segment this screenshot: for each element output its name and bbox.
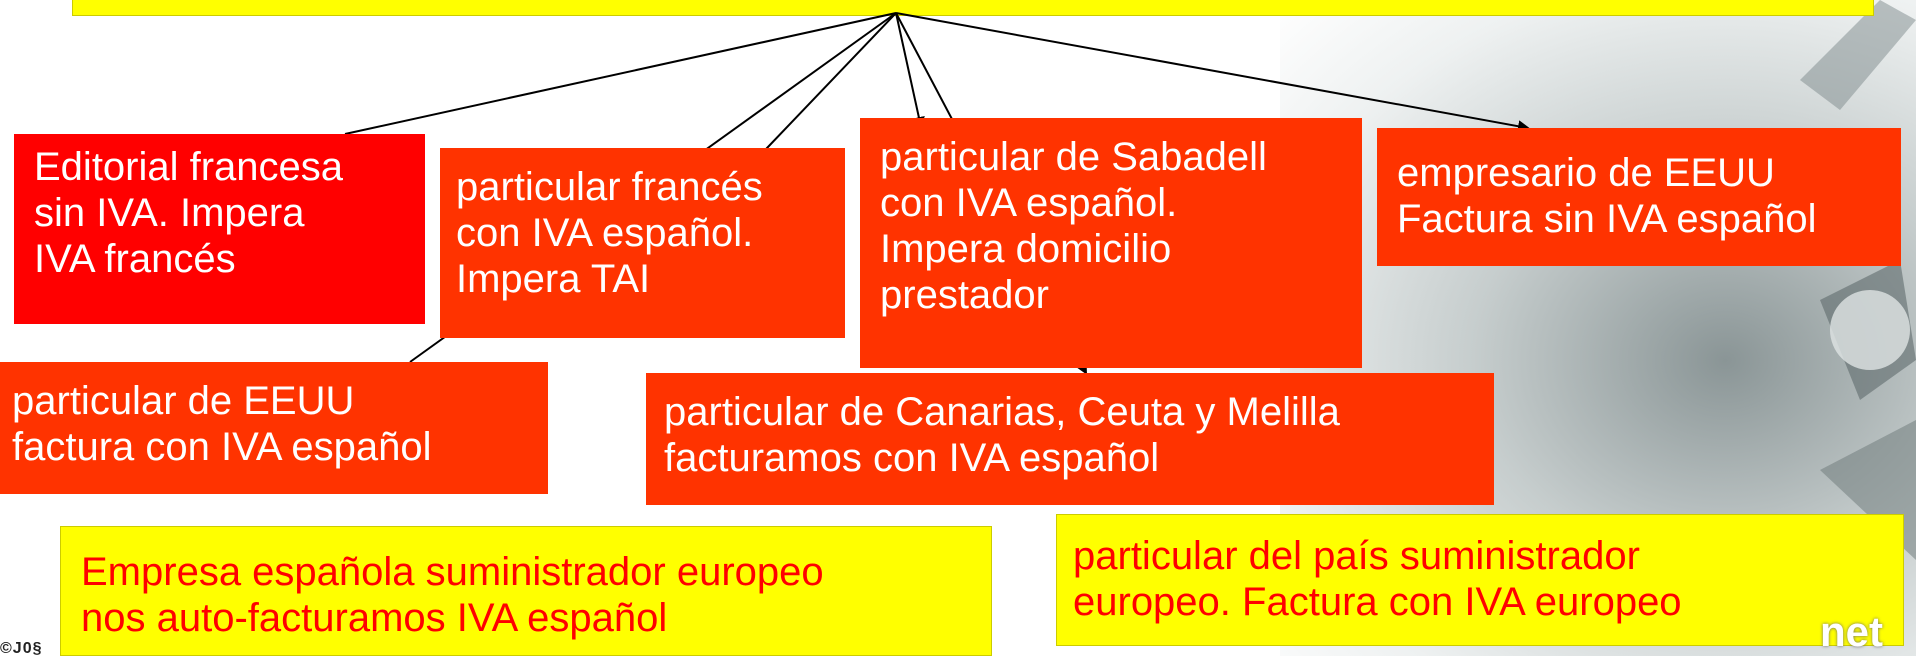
box-particular-frances: particular francés con IVA español. Impe… bbox=[440, 148, 845, 338]
box-empresario-eeuu: empresario de EEUU Factura sin IVA españ… bbox=[1377, 128, 1901, 266]
box-editorial-francesa: Editorial francesa sin IVA. Impera IVA f… bbox=[14, 134, 425, 324]
logo-net-text: net bbox=[1820, 608, 1883, 655]
box-particular-sabadell: particular de Sabadell con IVA español. … bbox=[860, 118, 1362, 368]
box-particular-eeuu: particular de EEUU factura con IVA españ… bbox=[0, 362, 548, 494]
copyright-text: ©J0§ bbox=[0, 640, 43, 657]
box-particular-canarias: particular de Canarias, Ceuta y Melilla … bbox=[646, 373, 1494, 505]
box-empresa-espanola: Empresa española suministrador europeo n… bbox=[60, 526, 992, 656]
box-particular-pais: particular del país suministrador europe… bbox=[1056, 514, 1904, 646]
line-to-editorial bbox=[344, 12, 897, 135]
title-banner bbox=[72, 0, 1874, 16]
arrow-to-sabadell bbox=[895, 12, 925, 129]
